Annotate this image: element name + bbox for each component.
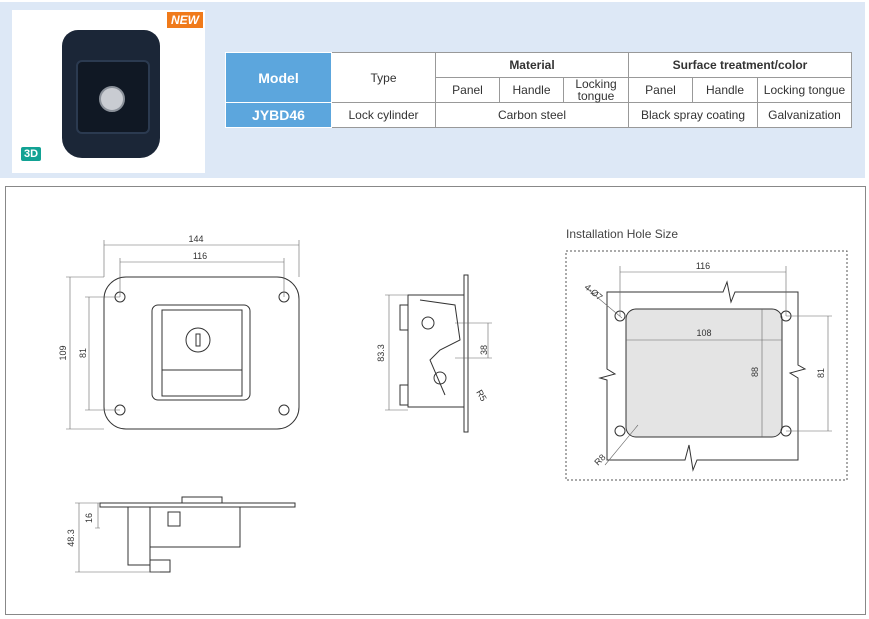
header-surface: Surface treatment/color [628, 52, 852, 78]
hole-dim-88: 88 [750, 367, 760, 377]
cell-material: Carbon steel [435, 102, 629, 128]
header-surface-panel: Panel [628, 77, 693, 103]
bottom-view: 48.3 16 [66, 496, 296, 573]
header-material-handle: Handle [499, 77, 564, 103]
dim-bottom-flange: 16 [84, 513, 94, 523]
hole-dim-116: 116 [696, 261, 710, 271]
spec-table: Model Type Material Surface treatment/co… [225, 52, 852, 128]
cell-surface-tongue: Galvanization [757, 102, 852, 128]
side-view: 83.3 38 R5 [376, 274, 492, 433]
dim-hole-w: 116 [193, 251, 207, 261]
lock-product-image [62, 30, 160, 158]
installation-hole-view: 116 108 88 81 4-Ø7 R8 [565, 250, 848, 481]
dim-height-total: 109 [58, 345, 68, 360]
dim-hole-h: 81 [78, 348, 88, 358]
product-photo: NEW 3D [12, 10, 205, 173]
new-badge: NEW [167, 12, 203, 28]
front-view: 144 116 109 81 [58, 234, 300, 430]
dim-side-height: 83.3 [376, 344, 386, 362]
hole-dim-81: 81 [816, 368, 826, 378]
3d-badge[interactable]: 3D [21, 147, 42, 161]
dim-bottom-depth: 48.3 [66, 529, 76, 547]
hole-diameter: 4-Ø7 [583, 282, 605, 303]
header-surface-handle: Handle [692, 77, 758, 103]
hole-dim-108: 108 [696, 328, 711, 338]
header-type: Type [331, 52, 436, 103]
cell-surface-panel-handle: Black spray coating [628, 102, 758, 128]
installation-hole-title: Installation Hole Size [566, 227, 679, 241]
dim-width-total: 144 [188, 234, 203, 244]
dim-side-38: 38 [479, 345, 489, 355]
header-surface-tongue: Locking tongue [757, 77, 852, 103]
header-model: Model [225, 52, 332, 103]
header-material-tongue: Locking tongue [563, 77, 629, 103]
header-material: Material [435, 52, 629, 78]
dim-side-r5: R5 [474, 388, 488, 403]
cell-type: Lock cylinder [331, 102, 436, 128]
